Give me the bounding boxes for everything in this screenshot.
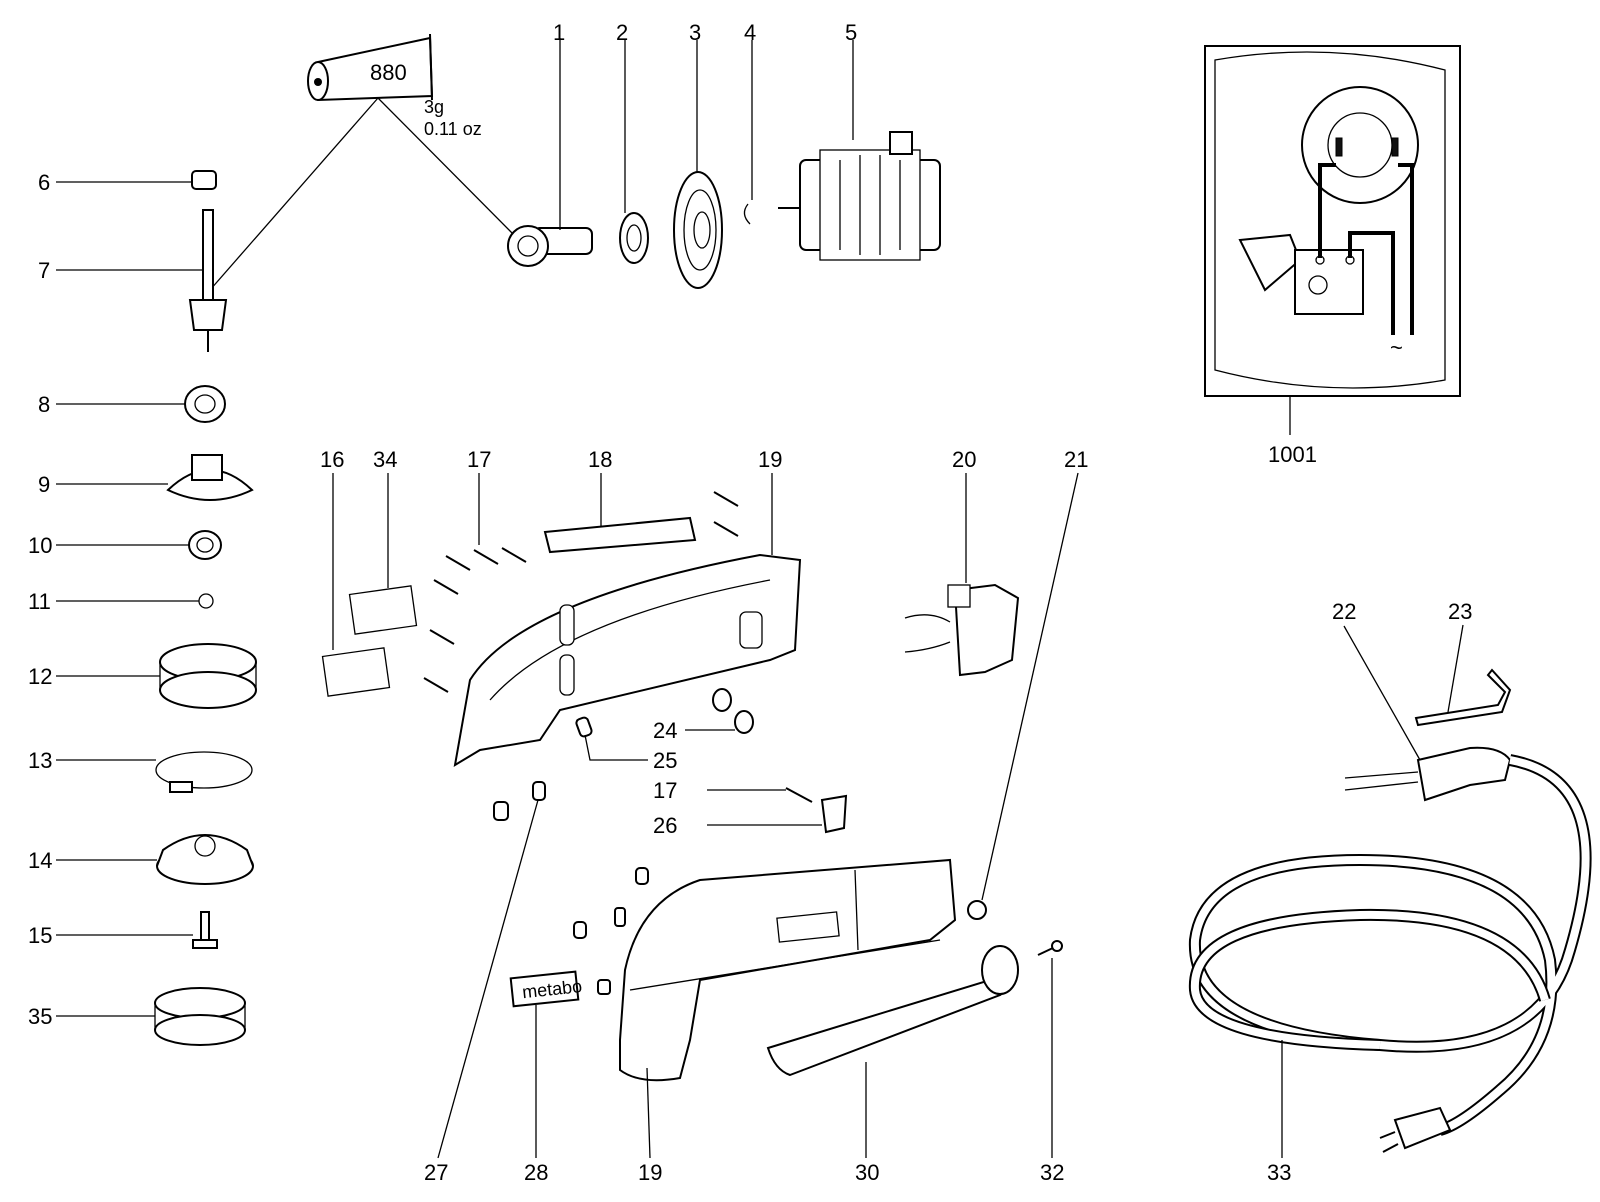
callout-9: 9: [38, 472, 50, 497]
wiring-inset: ~ 1001: [1204, 45, 1461, 467]
part-13-clamp: 13: [28, 748, 253, 793]
grease-tube: 880 3g 0.11 oz: [209, 33, 516, 291]
callout-1: 1: [553, 20, 565, 45]
callout-11: 11: [28, 589, 51, 614]
part-5-motor: 5: [778, 20, 941, 261]
part-18-plate: 18: [543, 447, 697, 554]
callout-27: 27: [424, 1160, 448, 1185]
callout-3: 3: [689, 20, 701, 45]
callout-23: 23: [1448, 599, 1472, 624]
part-9-housing: 9: [38, 454, 254, 501]
callout-6: 6: [38, 170, 50, 195]
part-27-leader: 27: [424, 799, 539, 1185]
part-21-nut: 21: [967, 447, 1088, 920]
callout-19-bottom: 19: [638, 1160, 662, 1185]
callout-16: 16: [320, 447, 344, 472]
part-7-spindle: 7: [38, 209, 228, 352]
callout-20: 20: [952, 447, 976, 472]
part-17-screw-lower: 17: [653, 778, 813, 803]
part-19-housing-half: 19: [453, 447, 802, 767]
grease-amount-g: 3g: [424, 97, 444, 117]
part-3-bevel-gear: 3: [673, 20, 723, 289]
part-10: 10: [28, 530, 222, 560]
part-4-circlip: 4: [743, 20, 756, 225]
loose-pins: [493, 781, 649, 995]
ac-symbol: ~: [1390, 335, 1403, 360]
callout-17-lower: 17: [653, 778, 677, 803]
part-28-brand-plate: metabo 28: [509, 970, 583, 1185]
part-6: 6: [38, 170, 217, 195]
callout-21: 21: [1064, 447, 1088, 472]
callout-7: 7: [38, 258, 50, 283]
callout-4: 4: [744, 20, 756, 45]
callout-12: 12: [28, 664, 52, 689]
part-23-hex-key: 23: [1414, 599, 1512, 727]
part-22-cable-sleeve: 22: [1332, 599, 1512, 802]
callout-33: 33: [1267, 1160, 1291, 1185]
part-2-washer: 2: [616, 20, 649, 264]
callout-15: 15: [28, 923, 52, 948]
part-12-ring: 12: [28, 643, 257, 709]
callout-10: 10: [28, 533, 52, 558]
part-20-switch: 20: [904, 447, 1020, 677]
callout-2: 2: [616, 20, 628, 45]
part-32-screw: 32: [1037, 940, 1064, 1185]
callout-24: 24: [653, 718, 677, 743]
callout-35: 35: [28, 1004, 52, 1029]
part-19-tool-body: 19: [619, 858, 957, 1185]
part-16-label: 16: [320, 447, 391, 697]
callout-28: 28: [524, 1160, 548, 1185]
part-33-cable: 33: [1188, 754, 1592, 1185]
part-1-pinion: 1: [507, 20, 593, 267]
callout-5: 5: [845, 20, 857, 45]
callout-14: 14: [28, 848, 52, 873]
part-24-rings: 24: [653, 688, 754, 743]
callout-1001: 1001: [1268, 442, 1317, 467]
part-35-disc: 35: [28, 987, 246, 1046]
callout-13: 13: [28, 748, 52, 773]
part-34-label: 34: [348, 447, 418, 635]
part-17-screws: 17: [423, 447, 527, 693]
callout-19-top: 19: [758, 447, 782, 472]
part-25-pin: 25: [575, 716, 677, 773]
callout-18: 18: [588, 447, 612, 472]
callout-26: 26: [653, 813, 677, 838]
grease-amount-oz: 0.11 oz: [424, 119, 482, 139]
part-11-clip: 11: [28, 589, 214, 614]
callout-32: 32: [1040, 1160, 1064, 1185]
callout-25: 25: [653, 748, 677, 773]
part-15-screw: 15: [28, 911, 218, 949]
callout-8: 8: [38, 392, 50, 417]
grease-code: 880: [370, 60, 407, 85]
callout-22: 22: [1332, 599, 1356, 624]
part-26-bracket: 26: [653, 794, 848, 838]
part-8-bearing: 8: [38, 385, 226, 423]
part-14-pad: 14: [28, 834, 254, 885]
callout-30: 30: [855, 1160, 879, 1185]
part-30-handle-cover: 30: [766, 945, 1019, 1185]
callout-34: 34: [373, 447, 397, 472]
callout-17-top: 17: [467, 447, 491, 472]
